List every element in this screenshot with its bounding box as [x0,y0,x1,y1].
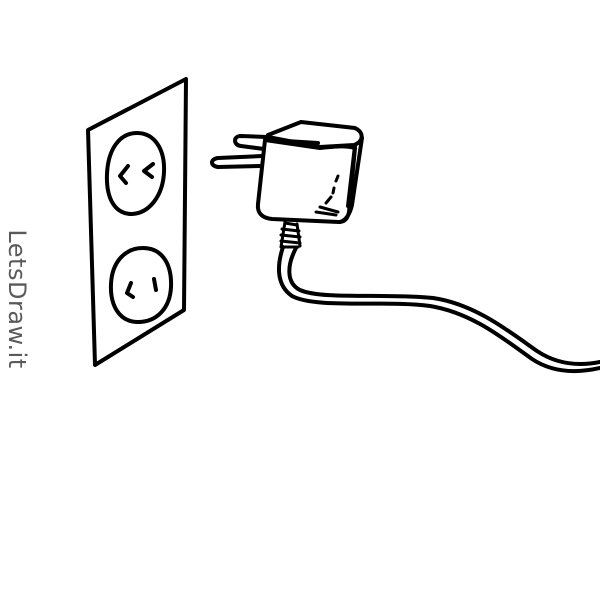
socket-outlet-top [107,133,164,214]
socket-slot-bottom-right [154,279,156,290]
plug-prong-top [235,136,267,149]
plug-front-face [258,140,355,222]
plug-top-face-back [286,141,318,143]
plug-strain-relief [281,223,300,247]
plug-side-edge [348,146,355,206]
socket-outlet-bottom [111,248,171,322]
cord-line-outer [279,247,600,371]
plug-shading [316,176,338,215]
plug-side-face [340,138,362,222]
power-cord [279,247,600,371]
letsdraw-watermark: LetsDraw.it [3,229,31,369]
plug-adapter [212,122,362,247]
plug-strain-relief-sides [281,222,300,247]
socket-plate-outline [88,79,186,365]
cord-line-inner [289,248,600,364]
socket-slot-top-right [144,164,153,177]
socket-slot-bottom-left [127,283,133,297]
plug-prong-bottom [212,156,262,167]
wall-socket [88,79,186,365]
socket-slot-top-left [120,166,128,183]
